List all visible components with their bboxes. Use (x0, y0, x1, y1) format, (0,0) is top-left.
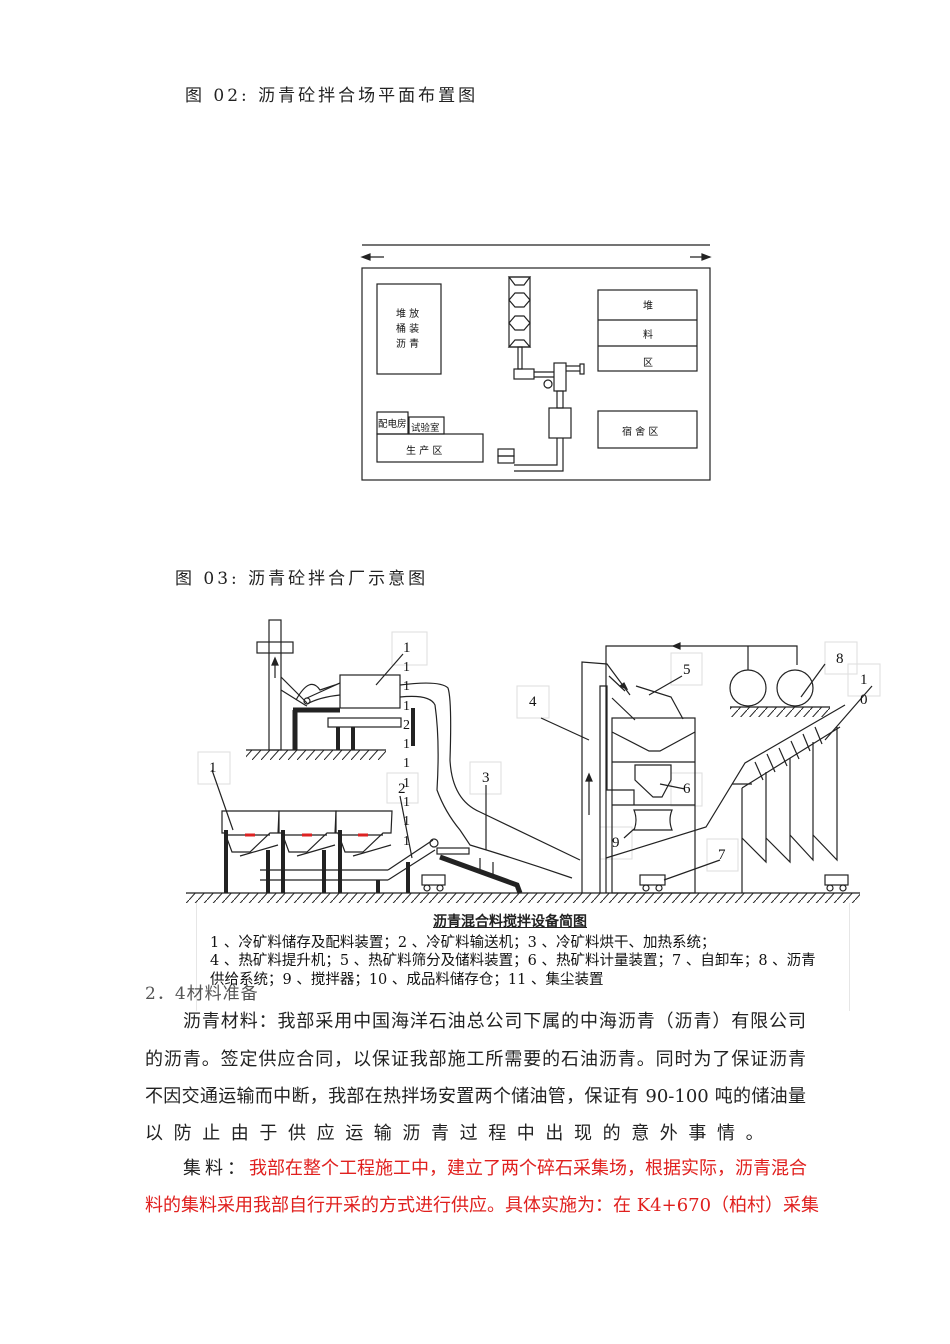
label-11-overflow: 1112111111 (403, 660, 410, 849)
label-10-b: 0 (860, 692, 868, 708)
mixer (633, 809, 673, 831)
weigh-hopper (634, 764, 672, 798)
section-heading: 2．4材料准备 (145, 984, 259, 1004)
asphalt-tank (776, 669, 814, 707)
asphalt-pipe (605, 645, 798, 893)
body-line: 沥青材料：我部采用中国海洋石油总公司下属的中海沥青（沥青）有限公司 (183, 1011, 806, 1032)
cold-feed-hoppers (221, 810, 393, 893)
production-label: 生 产 区 (406, 446, 443, 457)
legend-box (196, 903, 850, 1011)
figure-02-caption: 图 02: 沥青砼拌合场平面布置图 (185, 86, 479, 106)
dust-collector-box (339, 674, 401, 709)
legend-title: 沥青混合料搅拌设备简图 (433, 914, 587, 930)
right-arrow-head (701, 253, 712, 261)
stockpile-label-2: 料 (643, 330, 653, 341)
stockpile-label-3: 区 (643, 358, 653, 369)
label-7: 7 (718, 847, 726, 863)
mixing-tower (611, 717, 696, 894)
label-10-a: 1 (860, 672, 868, 688)
body-line: 不因交通运输而中断，我部在热拌场安置两个储油管，保证有 90-100 吨的储油量 (145, 1086, 806, 1107)
mixer-box (548, 407, 572, 439)
aggregate-paragraph: 集料： 我部在整个工程施工中，建立了两个碎石采集场，根据实际，沥青混合 (183, 1158, 807, 1180)
left-arrow-head (360, 253, 371, 261)
power-room-label: 配电房 (378, 419, 407, 430)
body-line: 以防止由于供应运输沥青过程中出现的意外事情。 (145, 1123, 775, 1144)
asphalt-tank (729, 669, 767, 707)
dust-collector-stack (268, 619, 282, 751)
label-1: 1 (209, 760, 217, 776)
label-line: 桶 装 (396, 324, 420, 335)
label-4: 4 (529, 694, 537, 710)
figure-03-caption: 图 03: 沥青砼拌合厂示意图 (175, 569, 429, 589)
dryer-drum (439, 854, 523, 894)
cart (421, 874, 446, 886)
label-6: 6 (683, 781, 691, 797)
label-2: 2 (398, 781, 406, 797)
label-5: 5 (683, 662, 691, 678)
dorm-label: 宿 舍 区 (622, 427, 659, 438)
asphalt-storage-label: 堆 放 桶 装 沥 青 (396, 307, 419, 352)
legend-line: 1 、冷矿料储存及配料装置；2 、冷矿料输送机；3 、冷矿料烘干、加热系统； (210, 935, 716, 951)
aggregate-label: 集料： (183, 1158, 249, 1179)
label-line: 沥 青 (396, 339, 420, 350)
body-line-highlight: 料的集料采用我部自行开采的方式进行供应。具体实施为：在 K4+670（柏村）采集 (145, 1195, 820, 1216)
tower (508, 276, 531, 348)
legend-line: 4 、热矿料提升机；5 、热矿料筛分及储料装置；6 、热矿料计量装置；7 、自卸… (210, 953, 816, 969)
stockpile-label-1: 堆 (643, 301, 653, 312)
label-8: 8 (836, 651, 844, 667)
hot-elevator (581, 661, 631, 893)
lab-label: 试验室 (411, 423, 440, 434)
label-3: 3 (482, 770, 490, 786)
aggregate-text-highlight: 我部在整个工程施工中，建立了两个碎石采集场，根据实际，沥青混合 (249, 1158, 807, 1179)
body-line: 的沥青。签定供应合同，以保证我部施工所需要的石油沥青。同时为了保证沥青 (145, 1049, 806, 1070)
label-9: 9 (612, 835, 620, 851)
storage-silos (741, 726, 838, 893)
label-line: 堆 放 (396, 309, 420, 320)
label-11: 1 (403, 640, 411, 656)
ground-hatch (186, 893, 860, 903)
legend-line: 供给系统；9 、搅拌器；10 、成品料储存仓；11 、集尘装置 (210, 972, 604, 988)
